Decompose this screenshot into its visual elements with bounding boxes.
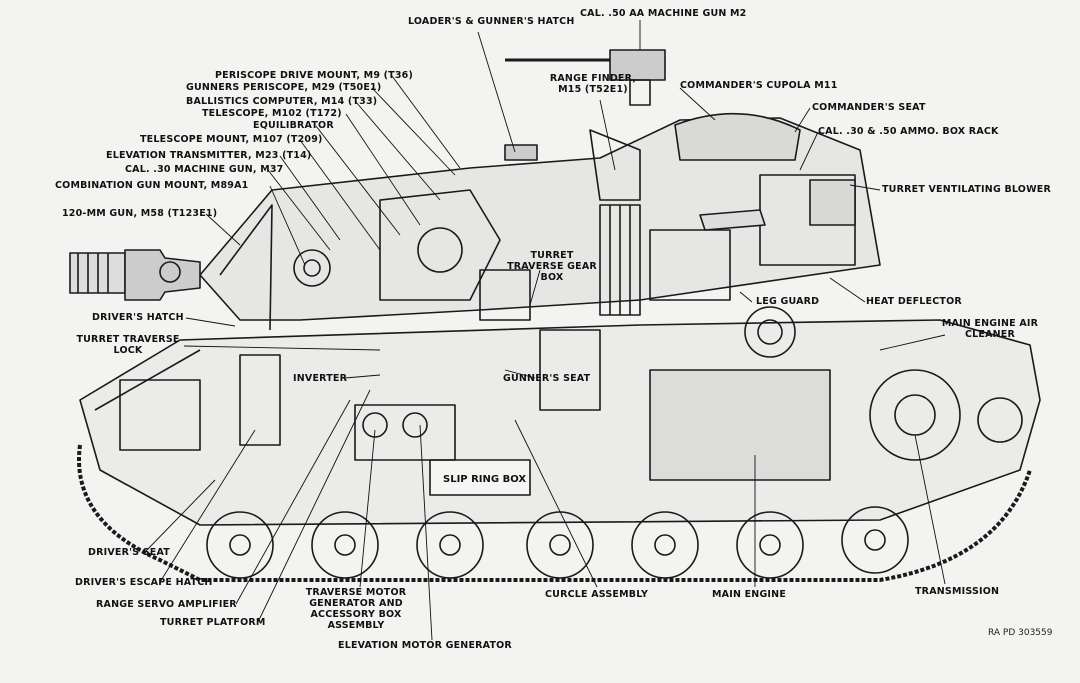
ammo-box-rack-label: CAL. .30 & .50 AMMO. BOX RACK [818,126,999,137]
heat-deflector-label: HEAT DEFLECTOR [866,296,962,307]
curcle-assembly-label: CURCLE ASSEMBLY [545,589,649,600]
transmission-label: TRANSMISSION [915,586,1000,597]
commanders-cupola-label: COMMANDER'S CUPOLA M11 [680,80,838,91]
elevation-motor-generator-label: ELEVATION MOTOR GENERATOR [338,640,512,651]
main-gun [69,249,201,301]
leg-guard-label: LEG GUARD [756,296,820,307]
commanders-seat-label: COMMANDER'S SEAT [812,102,926,113]
gunners-periscope-label: GUNNERS PERISCOPE, M29 (T50E1) [186,82,382,93]
loaders-gunners-hatch-label: LOADER'S & GUNNER'S HATCH [408,16,575,27]
traverse-motor-generator-label: TRAVERSE MOTOR GENERATOR AND ACCESSORY B… [305,587,407,631]
turret-traverse-lock-label: TURRET TRAVERSE LOCK [76,334,180,356]
drivers-hatch-label: DRIVER'S HATCH [92,312,184,323]
equilibrator-label: EQUILIBRATOR [253,120,334,131]
gun-120mm-label: 120-MM GUN, M58 (T123E1) [62,208,218,219]
range-servo-amplifier-label: RANGE SERVO AMPLIFIER [96,599,237,610]
turret-ventilating-blower-label: TURRET VENTILATING BLOWER [882,184,1051,195]
inverter-label: INVERTER [293,373,348,384]
aa-machine-gun [505,49,666,106]
turret [199,112,881,331]
leader-lines [144,20,946,641]
combination-gun-mount-label: COMBINATION GUN MOUNT, M89A1 [55,180,249,191]
drivers-seat-label: DRIVER'S SEAT [88,547,170,558]
range-finder-label: RANGE FINDER, M15 (T52E1) [549,73,637,95]
main-engine-air-cleaner-label: MAIN ENGINE AIR CLEANER [941,318,1039,340]
cal50-aa-mg-label: CAL. .50 AA MACHINE GUN M2 [580,8,747,19]
turret-traverse-gear-box-label: TURRET TRAVERSE GEAR BOX [507,250,597,283]
ballistics-computer-label: BALLISTICS COMPUTER, M14 (T33) [186,96,378,107]
turret-platform-label: TURRET PLATFORM [160,617,266,628]
slip-ring-box-label: SLIP RING BOX [443,474,526,485]
cal30-mg-label: CAL. .30 MACHINE GUN, M37 [125,164,284,175]
drivers-escape-hatch-label: DRIVER'S ESCAPE HATCH [75,577,213,588]
track-assembly [77,397,1032,582]
hull [79,306,1041,526]
gunners-seat-label: GUNNER'S SEAT [503,373,591,384]
figure-reference: RA PD 303559 [988,628,1053,638]
periscope-drive-mount-label: PERISCOPE DRIVE MOUNT, M9 (T36) [215,70,414,81]
telescope-mount-label: TELESCOPE MOUNT, M107 (T209) [140,134,323,145]
main-engine-label: MAIN ENGINE [712,589,787,600]
elevation-transmitter-label: ELEVATION TRANSMITTER, M23 (T14) [106,150,312,161]
telescope-m102-label: TELESCOPE, M102 (T172) [202,108,342,119]
